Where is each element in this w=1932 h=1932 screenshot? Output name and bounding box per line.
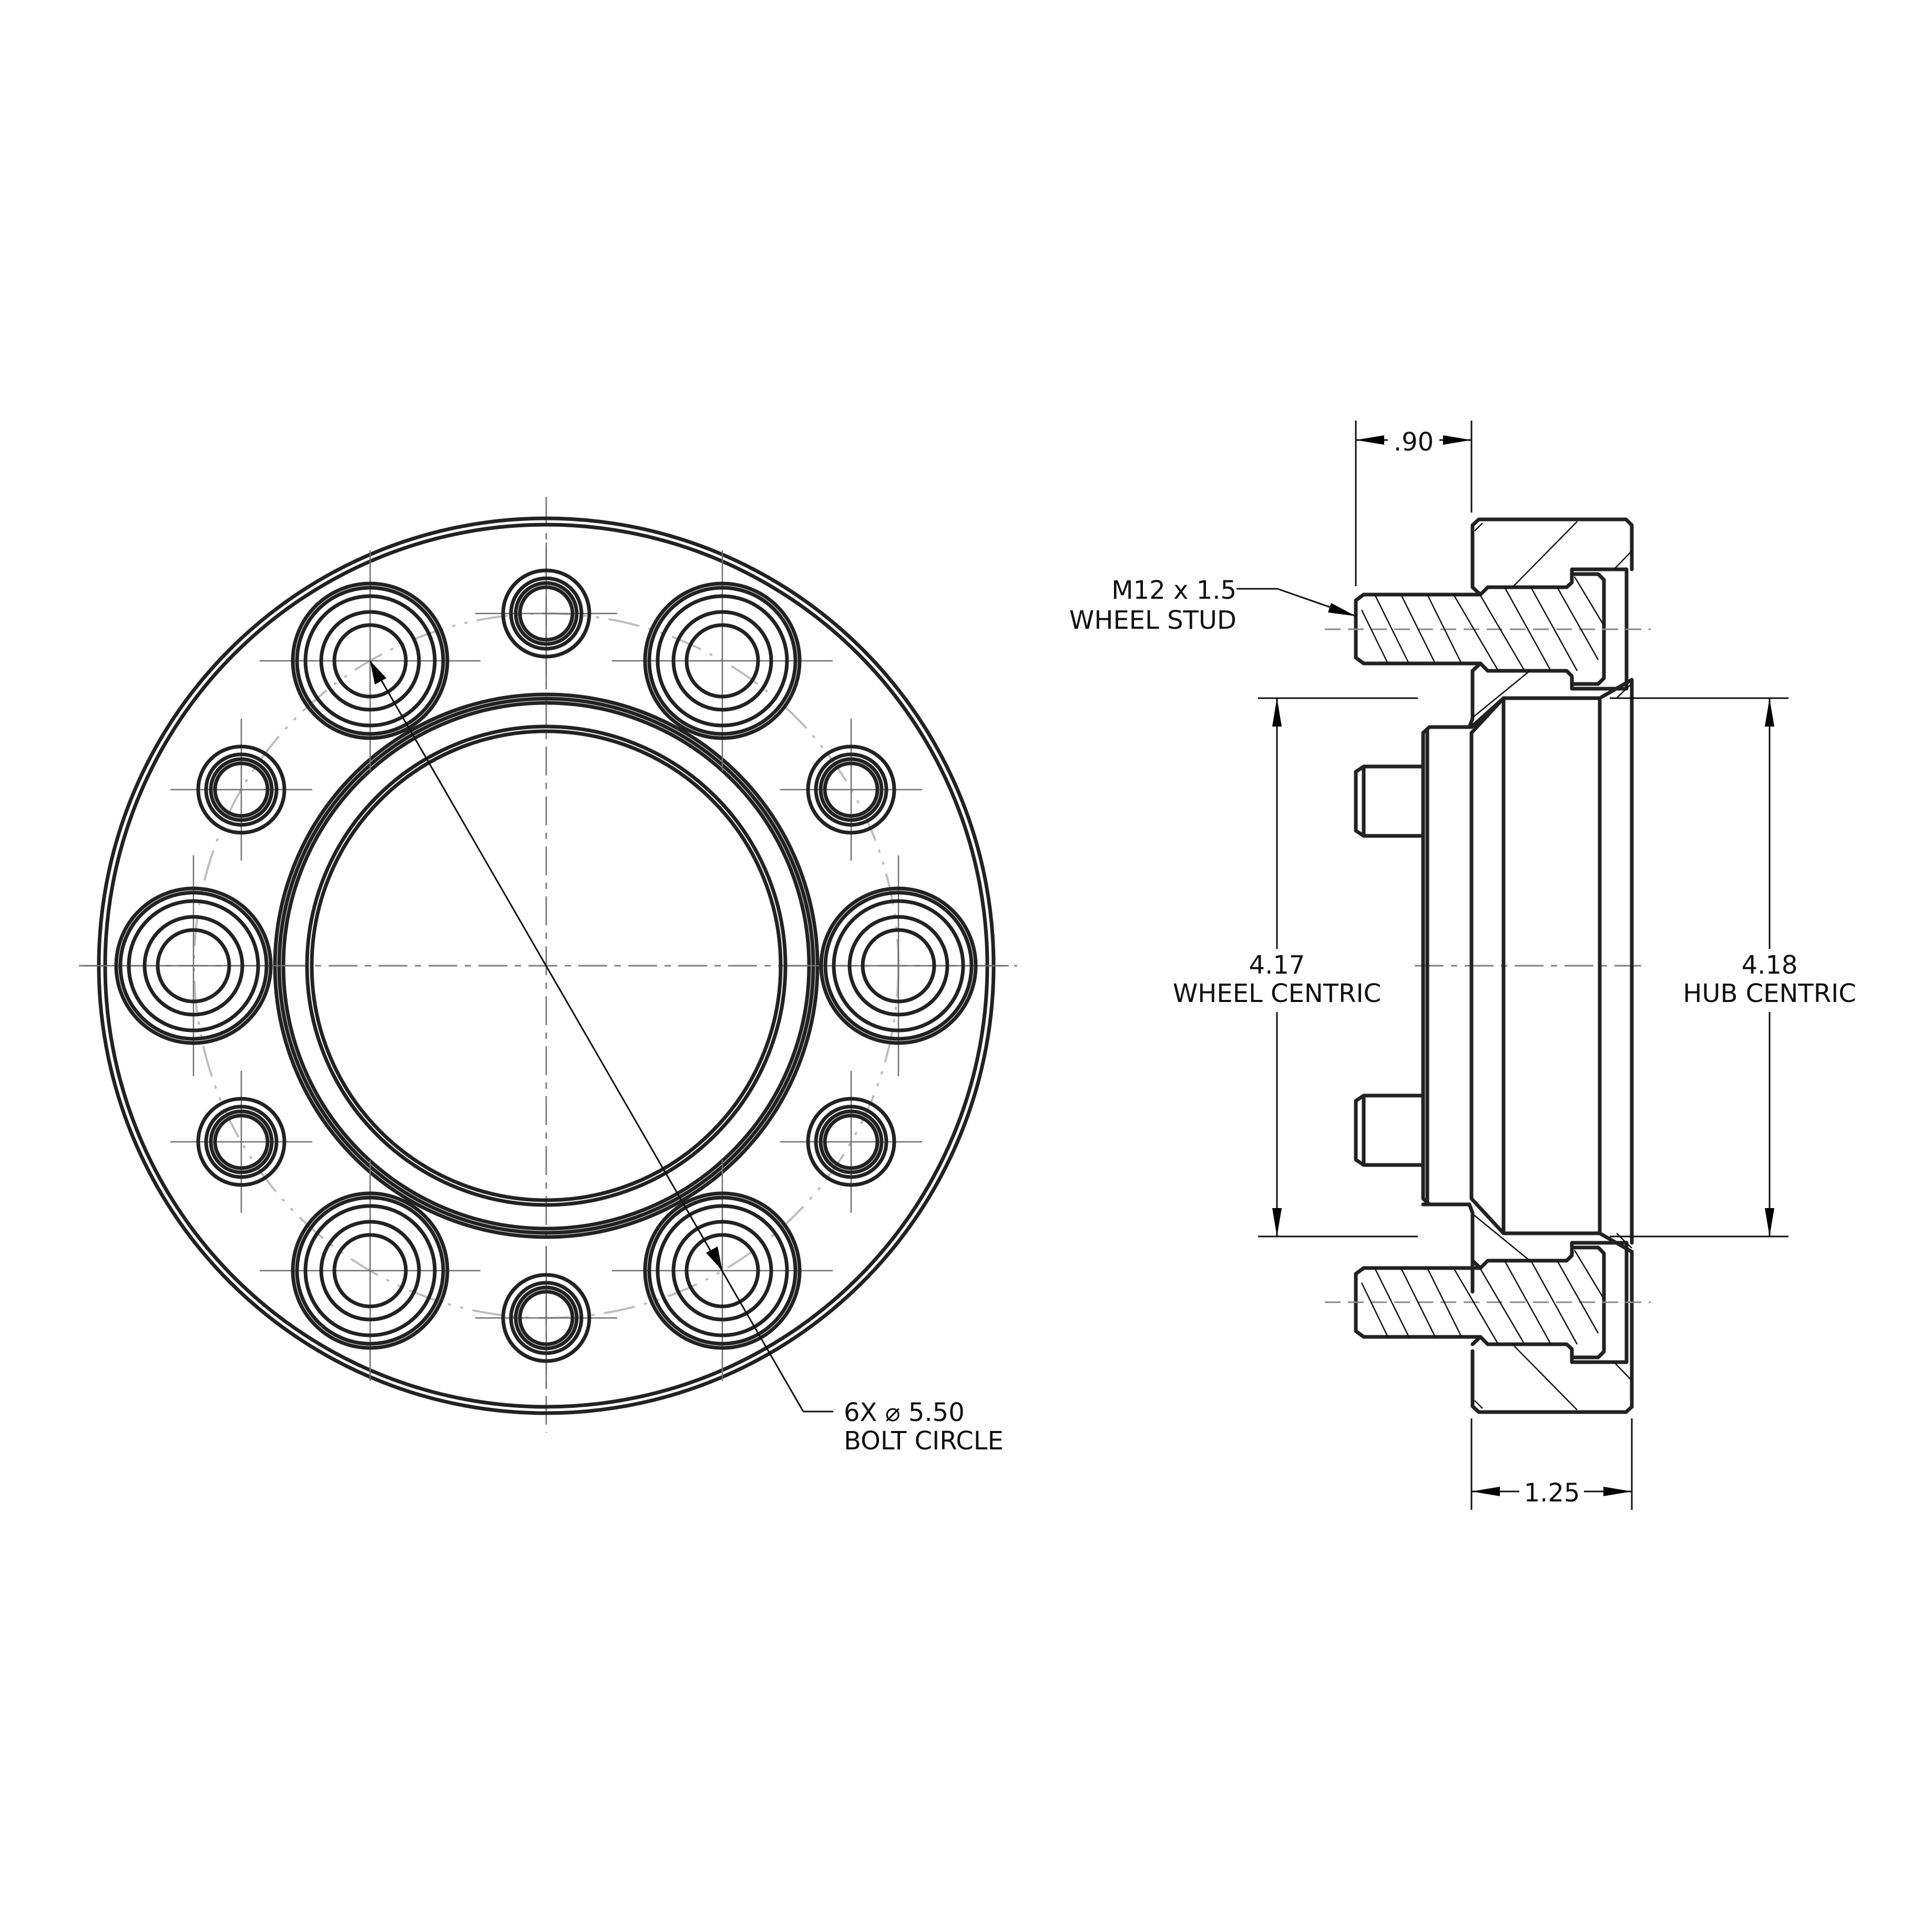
dim-stud-protrusion-value: .90	[1394, 427, 1434, 457]
dim-hub-centric	[1610, 697, 1788, 1238]
arrowhead-icon	[1272, 1208, 1282, 1236]
stud-callout-leader	[1236, 588, 1356, 617]
arrowhead-icon	[1765, 1208, 1774, 1236]
small-lug-hole	[170, 719, 312, 861]
arrowhead-icon	[370, 661, 386, 684]
diameter-symbol-icon: ⌀	[885, 1398, 901, 1427]
short-stud-top	[1354, 764, 1425, 838]
wheel-stud-bottom	[1325, 1213, 1651, 1410]
bolt-circle-callout-line1: 6X ⌀ 5.50	[844, 1398, 965, 1427]
wheel-stud-top	[1325, 521, 1651, 718]
front-view: 6X ⌀ 5.50 BOLT CIRCLE	[79, 497, 1017, 1456]
bolt-circle-callout-line2: BOLT CIRCLE	[844, 1426, 1004, 1456]
large-stud-hole	[260, 1160, 481, 1381]
arrowhead-icon	[1443, 435, 1471, 445]
center-bore-outer	[305, 724, 788, 1207]
large-stud-hole	[612, 1160, 833, 1381]
short-stud-bottom	[1354, 1093, 1425, 1167]
small-lug-hole	[780, 1071, 922, 1213]
stud-callout-line2: WHEEL STUD	[1069, 606, 1236, 635]
stud-callout-line1: M12 x 1.5	[1111, 576, 1236, 605]
center-bore	[310, 729, 783, 1202]
arrowhead-icon	[1356, 435, 1384, 445]
dim-hub-centric-value: 4.18	[1742, 950, 1798, 980]
dim-wheel-centric	[1258, 697, 1418, 1238]
large-stud-hole	[788, 855, 1009, 1076]
arrowhead-icon	[1765, 698, 1774, 727]
flange-hatching	[1472, 521, 1632, 718]
arrowhead-icon	[1471, 1487, 1500, 1496]
large-stud-hole	[83, 855, 304, 1076]
side-view: .90 M12 x 1.5 WHEEL STUD 4.17 WHEEL CENT…	[1069, 421, 1856, 1510]
dim-stud-protrusion	[1355, 421, 1473, 586]
stud-hatching	[1361, 576, 1605, 671]
arrowhead-icon	[1272, 698, 1282, 727]
small-lug-hole	[170, 1071, 312, 1213]
small-lug-hole	[475, 1247, 617, 1389]
small-lug-hole	[780, 719, 922, 861]
dim-thickness	[1470, 1418, 1633, 1510]
bolt-circle-leader	[369, 660, 833, 1413]
dim-thickness-value: 1.25	[1524, 1478, 1580, 1508]
dim-wheel-centric-value: 4.17	[1249, 950, 1305, 980]
arrowhead-icon	[1328, 603, 1356, 616]
dim-wheel-centric-label: WHEEL CENTRIC	[1173, 979, 1381, 1008]
arrowhead-icon	[706, 1246, 722, 1271]
arrowhead-icon	[1603, 1487, 1632, 1496]
small-lug-hole	[475, 543, 617, 684]
large-stud-hole	[612, 550, 833, 771]
dim-hub-centric-label: HUB CENTRIC	[1683, 979, 1856, 1008]
